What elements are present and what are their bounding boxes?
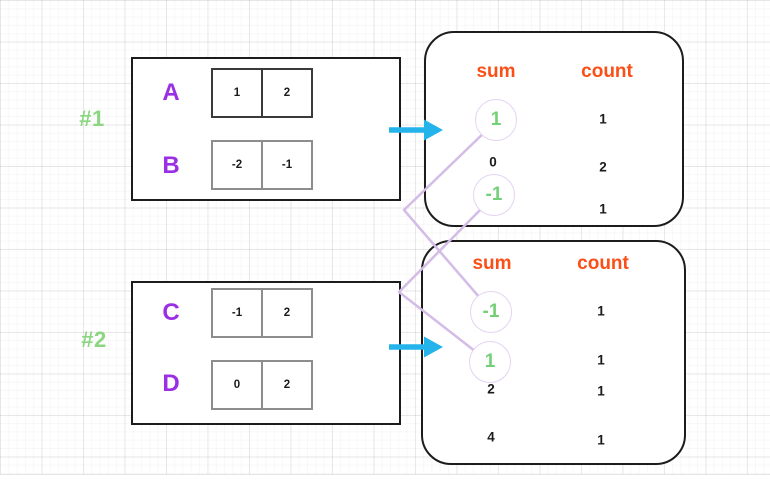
group1-count-header: count	[581, 61, 633, 82]
g2-count-value-1: 1	[597, 352, 605, 368]
highlight-circle-g1-sum1: 1	[475, 99, 517, 141]
array-b-label: B	[162, 152, 180, 179]
group1-sum-header: sum	[476, 61, 516, 82]
g1-sum-value-2: -1	[485, 184, 503, 205]
array-b-cells: -2 -1	[211, 140, 313, 190]
g2-count-value-3: 1	[597, 432, 605, 448]
array-c-cell-1: 2	[261, 290, 311, 336]
g1-count-value-2: 1	[599, 201, 607, 217]
g2-count-value-2: 1	[597, 383, 605, 399]
g2-sum-value-0: -1	[482, 301, 500, 322]
array-d-cells: 0 2	[211, 360, 313, 410]
group2-count-header: count	[577, 253, 629, 274]
array-b-cell-0: -2	[231, 159, 243, 171]
g1-sum-value-0: 1	[490, 109, 502, 130]
g2-count-value-0: 1	[597, 303, 605, 319]
array-c-cell-0: -1	[231, 307, 243, 319]
array-c-label: C	[162, 299, 180, 326]
highlight-circle-g1-sum-neg1: -1	[473, 174, 515, 216]
array-d-cell-1: 2	[261, 362, 311, 408]
array-d-label: D	[162, 370, 180, 397]
g1-count-value-1: 2	[599, 159, 607, 175]
g1-sum-value-1: 0	[489, 154, 497, 170]
array-d-cell-0: 0	[233, 379, 241, 391]
group1-label: #1	[79, 106, 105, 131]
highlight-circle-g2-sum1: 1	[469, 341, 511, 383]
group2-label: #2	[81, 327, 107, 352]
g2-sum-value-1: 1	[484, 351, 496, 372]
g1-count-value-0: 1	[599, 111, 607, 127]
group1-sum-table	[424, 31, 684, 227]
group2-sum-table	[421, 240, 686, 465]
array-c-cells: -1 2	[211, 288, 313, 338]
g2-sum-value-2: 2	[487, 381, 495, 397]
array-b-cell-1: -1	[261, 142, 311, 188]
highlight-circle-g2-sum-neg1: -1	[470, 291, 512, 333]
array-a-cells: 1 2	[211, 68, 313, 118]
array-a-label: A	[162, 79, 180, 106]
array-a-cell-1: 2	[261, 70, 311, 116]
group2-sum-header: sum	[472, 253, 512, 274]
paper-bottom-edge	[0, 474, 770, 482]
g2-sum-value-3: 4	[487, 429, 495, 445]
array-a-cell-0: 1	[233, 87, 241, 99]
